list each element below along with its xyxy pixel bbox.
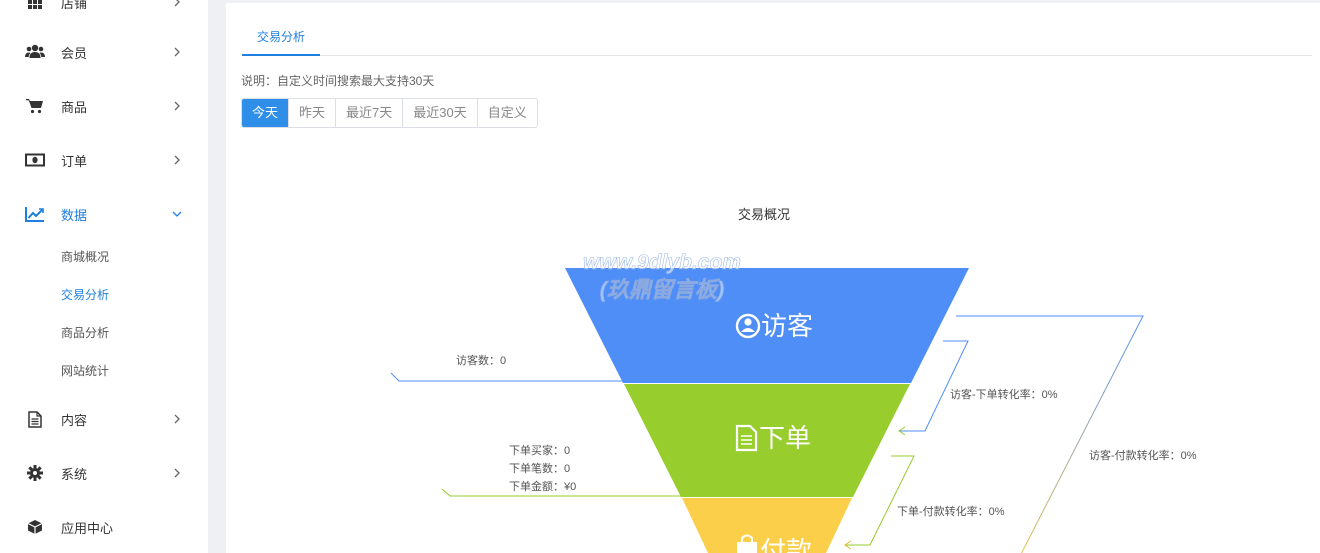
sidebar-item-label: 内容	[61, 412, 88, 428]
chevron-right-icon	[171, 0, 183, 8]
sidebar-subitem-site-stats[interactable]: 网站统计	[61, 364, 110, 378]
cart-icon	[25, 96, 45, 116]
conversion-visit-order: 访客-下单转化率：0%	[950, 387, 1058, 401]
document-icon	[735, 424, 758, 452]
conversion-visit-pay: 访客-付款转化率：0%	[1089, 448, 1197, 462]
visit-pay-arrow	[956, 315, 1144, 553]
sidebar-item-products[interactable]: 商品	[0, 86, 208, 126]
range-30days-button[interactable]: 最近30天	[403, 99, 478, 127]
document-icon	[25, 409, 45, 429]
watermark-name: (玖鼎留言板)	[600, 277, 725, 302]
stat-order-amount: 下单金额：¥0	[509, 479, 576, 493]
money-icon	[25, 150, 45, 170]
orders-leader-line	[441, 488, 681, 497]
search-note: 说明：自定义时间搜索最大支持30天	[241, 74, 435, 88]
order-pay-arrow	[845, 455, 915, 546]
gutter	[208, 0, 226, 553]
sidebar-subitem-trade-analysis[interactable]: 交易分析	[61, 288, 110, 302]
stat-visitors: 访客数：0	[456, 353, 506, 367]
funnel-stage-payment	[682, 498, 852, 553]
chevron-right-icon	[171, 413, 183, 425]
date-range-group: 今天 昨天 最近7天 最近30天 自定义	[241, 98, 538, 128]
sidebar-item-label: 应用中心	[61, 520, 114, 536]
chevron-right-icon	[171, 46, 183, 58]
visit-order-arrow	[899, 340, 969, 432]
line-chart-icon	[25, 204, 45, 224]
range-today-button[interactable]: 今天	[242, 99, 290, 127]
sidebar-item-members[interactable]: 会员	[0, 32, 208, 72]
stage-label-visitors: 访客	[761, 311, 813, 341]
chevron-right-icon	[171, 100, 183, 112]
bag-icon	[737, 534, 757, 553]
arrow-head	[898, 426, 906, 436]
tab-trade-analysis[interactable]: 交易分析	[242, 19, 321, 56]
watermark-url: www.9dlyb.com	[583, 251, 741, 274]
stage-label-payment: 付款	[760, 536, 812, 553]
stat-order-count: 下单笔数：0	[509, 461, 570, 475]
users-icon	[25, 42, 45, 62]
sidebar-item-content[interactable]: 内容	[0, 399, 208, 439]
grid-icon	[25, 0, 45, 12]
stat-order-buyers: 下单买家：0	[509, 443, 570, 457]
sidebar-item-orders[interactable]: 订单	[0, 140, 208, 180]
visitors-leader-line	[390, 372, 623, 382]
gear-icon	[25, 463, 45, 483]
sidebar: 店铺 会员 商品 订单 数据 商城概况 交易分析 商品分析 网站统计	[0, 0, 208, 553]
chart-title: 交易概况	[738, 207, 790, 222]
sidebar-item-data[interactable]: 数据	[0, 194, 208, 234]
arrow-head	[844, 540, 852, 550]
sidebar-item-label: 系统	[61, 466, 88, 482]
sidebar-item-system[interactable]: 系统	[0, 453, 208, 493]
sidebar-item-store[interactable]: 店铺	[0, 0, 208, 22]
sidebar-item-label: 订单	[61, 153, 88, 169]
tab-bar: 交易分析	[242, 19, 1312, 56]
conversion-order-pay: 下单-付款转化率：0%	[897, 504, 1005, 518]
cube-icon	[25, 517, 45, 537]
sidebar-item-label: 会员	[61, 45, 88, 61]
sidebar-item-label: 商品	[61, 99, 88, 115]
sidebar-item-label: 店铺	[61, 0, 88, 11]
stage-label-orders: 下单	[759, 423, 811, 453]
sidebar-item-app-center[interactable]: 应用中心	[0, 507, 208, 547]
sidebar-subitem-mall-overview[interactable]: 商城概况	[61, 250, 110, 264]
chevron-right-icon	[171, 154, 183, 166]
sidebar-subitem-product-analysis[interactable]: 商品分析	[61, 326, 110, 340]
funnel-stage-orders	[624, 384, 910, 497]
sidebar-item-label: 数据	[61, 207, 88, 223]
chevron-right-icon	[171, 467, 183, 479]
range-custom-button[interactable]: 自定义	[477, 99, 537, 127]
range-yesterday-button[interactable]: 昨天	[289, 99, 337, 127]
funnel-stage-visitors	[565, 268, 969, 383]
user-circle-icon	[735, 313, 761, 339]
range-7days-button[interactable]: 最近7天	[336, 99, 404, 127]
chevron-down-icon	[171, 208, 183, 220]
